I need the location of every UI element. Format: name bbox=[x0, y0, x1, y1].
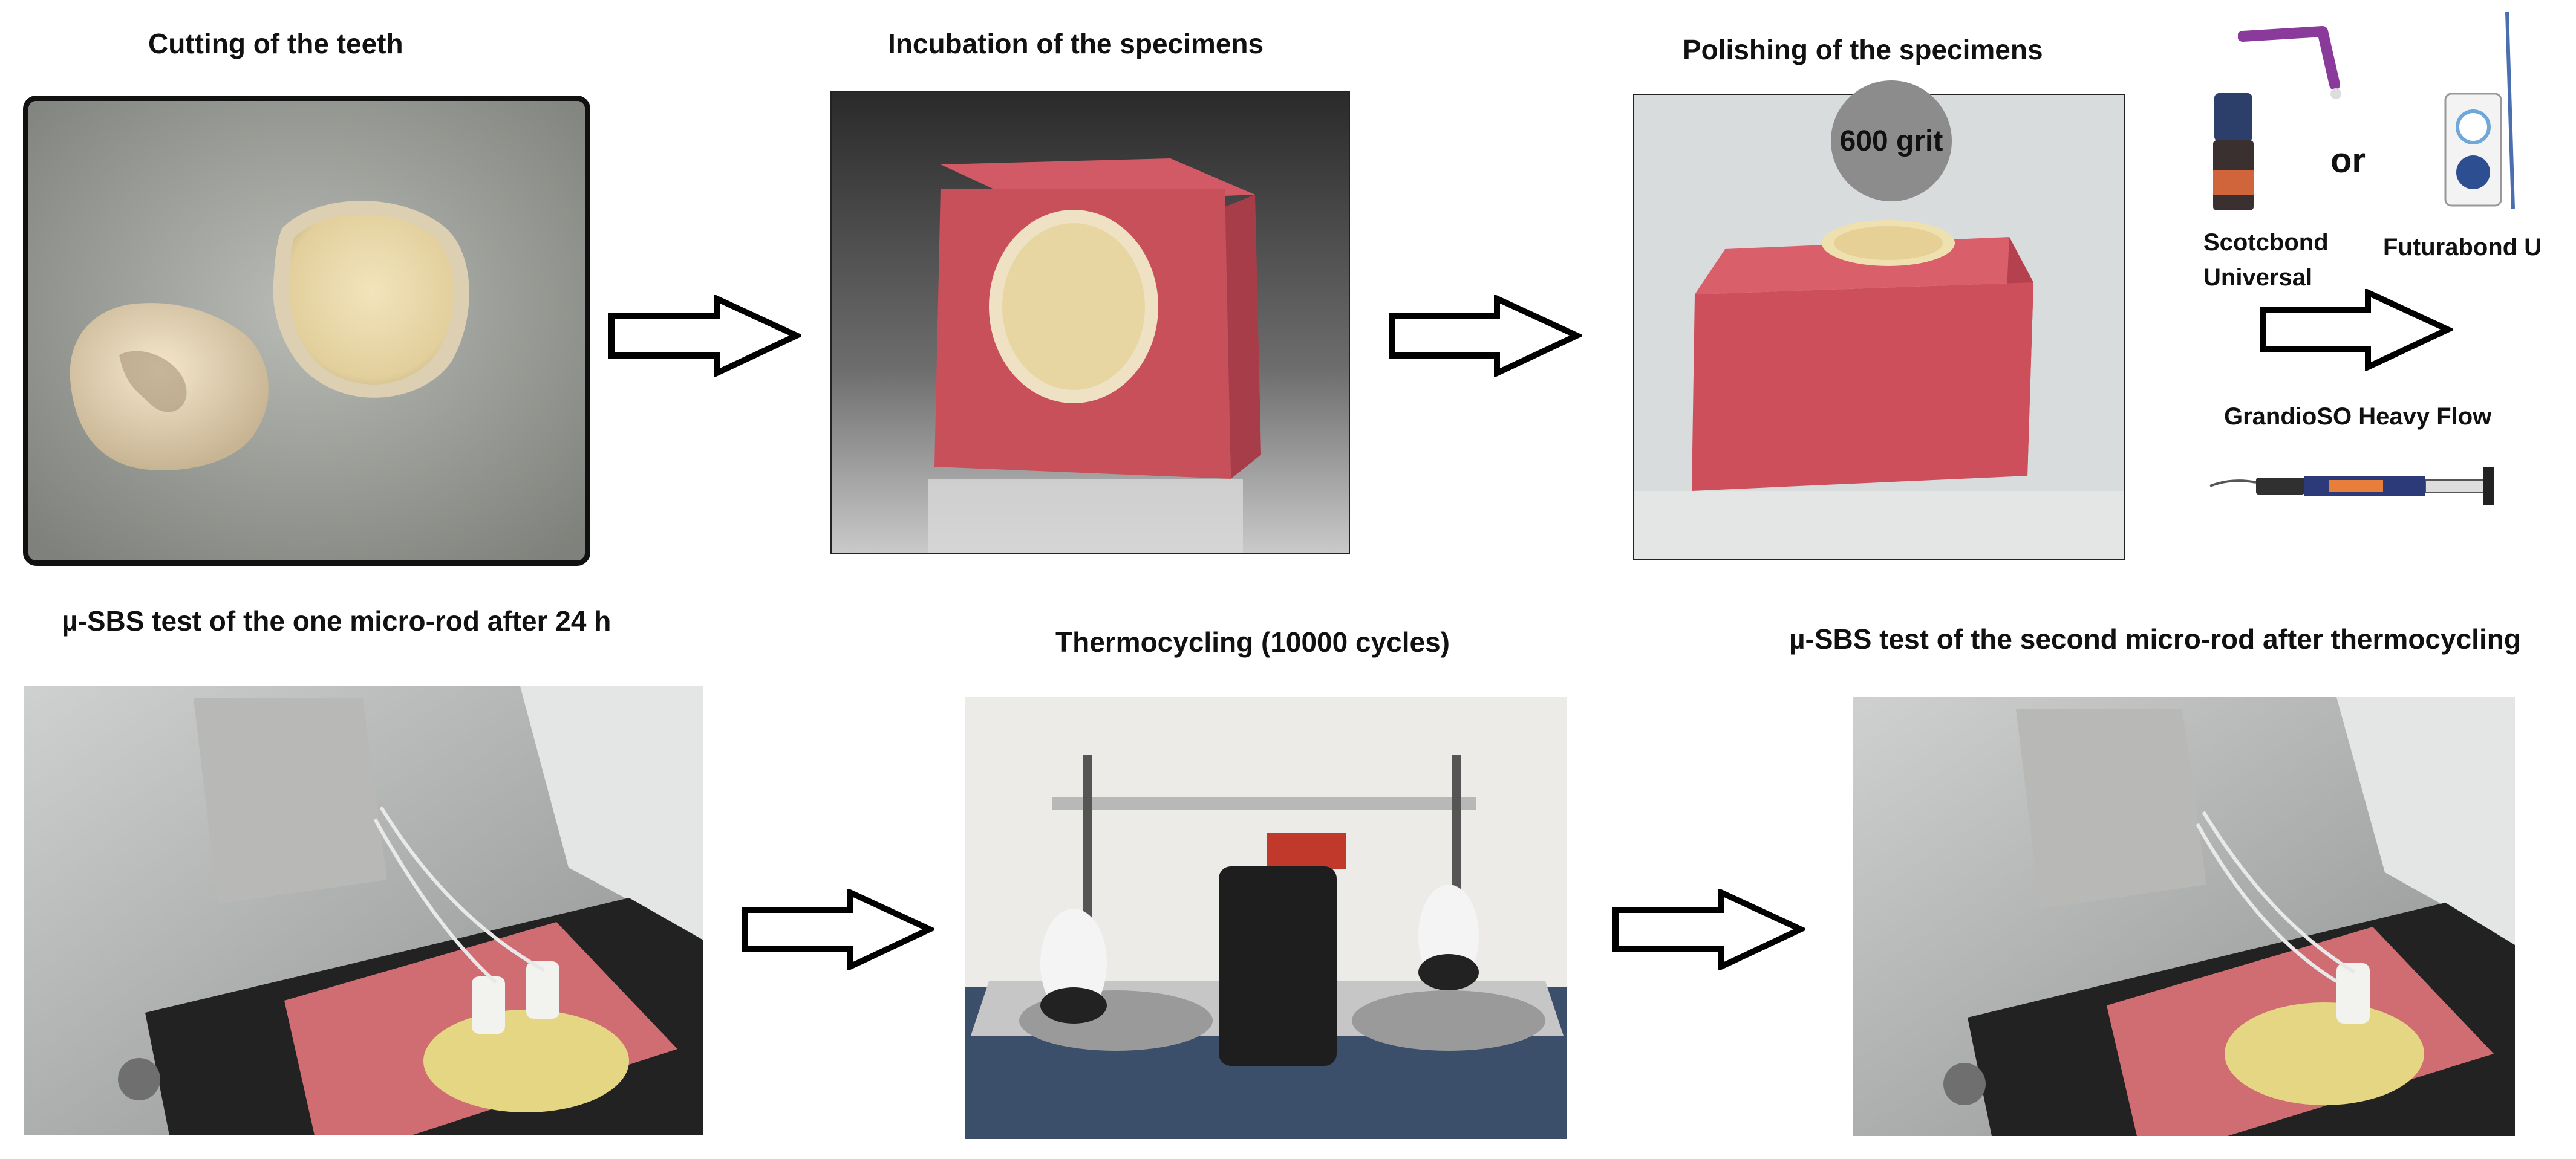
step-label-sbs-24h: µ-SBS test of the one micro-rod after 24… bbox=[62, 605, 611, 637]
material-grandioso: GrandioSO Heavy Flow bbox=[2224, 403, 2492, 430]
grit-badge: 600 grit bbox=[1831, 80, 1952, 201]
step-label-sbs-thermocycling: µ-SBS test of the second micro-rod after… bbox=[1789, 623, 2521, 655]
step-label-thermocycling: Thermocycling (10000 cycles) bbox=[1055, 626, 1450, 658]
step-label-incubation: Incubation of the specimens bbox=[888, 28, 1264, 59]
photo-thermocycler bbox=[965, 697, 1567, 1139]
step-label-polishing: Polishing of the specimens bbox=[1683, 34, 2043, 65]
arrow-1 bbox=[608, 295, 801, 377]
grit-badge-label: 600 grit bbox=[1839, 125, 1943, 157]
material-scotchbond: Scotcbond Universal bbox=[2203, 229, 2329, 291]
material-or: or bbox=[2330, 141, 2366, 180]
photo-sbs-24h bbox=[24, 686, 703, 1135]
scotchbond-bottle-icon bbox=[2211, 92, 2256, 212]
photo-cut-teeth bbox=[23, 96, 590, 566]
photo-incubation-block bbox=[830, 91, 1350, 554]
futurabond-package-icon bbox=[2441, 9, 2519, 215]
arrow-3 bbox=[2259, 289, 2453, 371]
step-label-cutting: Cutting of the teeth bbox=[148, 28, 403, 59]
arrow-2 bbox=[1388, 295, 1582, 377]
arrow-5 bbox=[1612, 889, 1805, 970]
material-futurabond: Futurabond U bbox=[2383, 234, 2542, 261]
syringe-icon bbox=[2208, 464, 2510, 508]
photo-sbs-thermocycling bbox=[1853, 697, 2515, 1136]
applicator-brush-icon bbox=[2238, 18, 2350, 103]
arrow-4 bbox=[741, 889, 934, 970]
